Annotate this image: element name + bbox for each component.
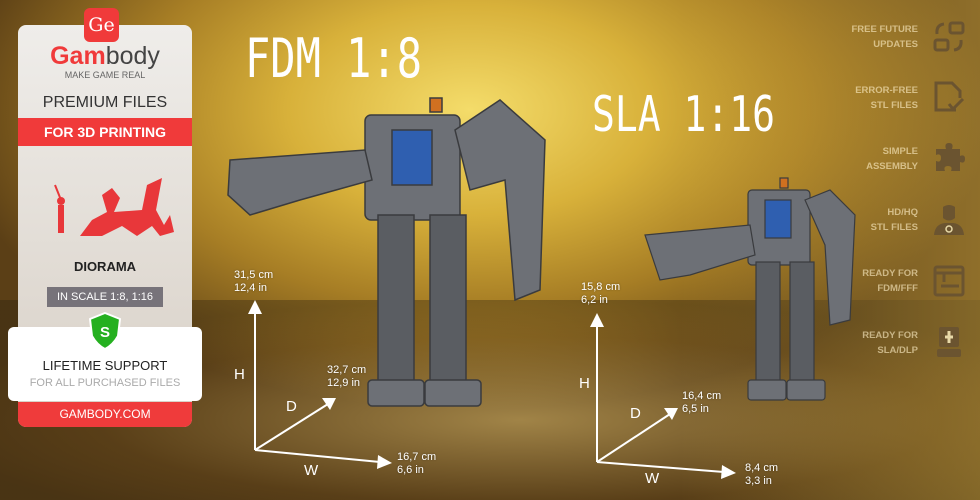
sla-width-in: 3,3 in [745,475,772,487]
lifetime-support-card: LIFETIME SUPPORT FOR ALL PURCHASED FILES [8,327,202,401]
feature-line1: ERROR-FREE [855,85,918,96]
updates-icon [933,21,965,52]
robot-sla [644,177,856,401]
robot-fdm [227,97,546,407]
feature-assembly: SIMPLE ASSEMBLY [808,144,918,174]
scale-badge: IN SCALE 1:8, 1:16 [47,287,163,307]
feature-fdm: READY FOR FDM/FFF [808,266,918,296]
feature-line1: HD/HQ [887,207,918,218]
axes-fdm [248,300,392,469]
fdm-printer-icon [933,265,965,297]
for-3d-printing-banner: FOR 3D PRINTING [18,118,192,146]
feature-line2: STL FILES [870,100,918,111]
fdm-h-axis-label: H [234,366,245,383]
feature-line2: STL FILES [870,222,918,233]
ironman-icon [934,205,964,235]
fdm-depth-cm: 32,7 cm [327,364,367,376]
sla-height-in: 6,2 in [581,294,608,306]
fdm-title: FDM 1:8 [245,26,423,90]
feature-line2: ASSEMBLY [866,161,918,172]
shield-letter: S [100,324,110,341]
sla-h-axis-label: H [579,375,590,392]
feature-line1: FREE FUTURE [851,24,919,35]
support-subtitle: FOR ALL PURCHASED FILES [29,377,181,389]
feature-line2: SLA/DLP [877,345,918,356]
sla-title: SLA 1:16 [592,85,776,143]
support-title: LIFETIME SUPPORT [42,358,168,373]
fdm-w-axis-label: W [304,462,319,479]
feature-line2: UPDATES [873,39,918,50]
fdm-height-cm: 31,5 cm [234,269,274,281]
feature-line1: SIMPLE [882,146,918,157]
brand-name: Gambody [18,42,192,70]
feature-line2: FDM/FFF [877,283,918,294]
feature-line1: READY FOR [862,330,918,341]
category-label: DIORAMA [73,259,137,274]
dragon-icon [54,178,174,236]
sla-depth-cm: 16,4 cm [682,390,722,402]
feature-error-free: ERROR-FREE STL FILES [808,83,918,113]
fdm-d-axis-label: D [286,398,297,415]
sla-w-axis-label: W [645,470,660,487]
sla-d-axis-label: D [630,405,641,422]
puzzle-icon [936,143,965,171]
fdm-height-in: 12,4 in [234,282,268,294]
axes-sla [590,313,736,479]
gambody-logo-mark: Ge [84,8,119,42]
fdm-width-in: 6,6 in [397,464,424,476]
premium-files-label: PREMIUM FILES [42,94,168,111]
file-check-icon [934,81,965,112]
sla-height-cm: 15,8 cm [581,281,621,293]
brand-part-2: body [105,42,160,70]
shield-icon: S [89,312,121,350]
website-link[interactable]: GAMBODY.COM [18,402,192,427]
brand-part-1: Gam [50,42,106,70]
feature-hd-stl: HD/HQ STL FILES [808,205,918,235]
sla-depth-in: 6,5 in [682,403,709,415]
feature-line1: READY FOR [862,268,918,279]
tagline: MAKE GAME REAL [64,70,146,80]
feature-updates: FREE FUTURE UPDATES [808,22,919,52]
feature-sla: READY FOR SLA/DLP [808,328,918,358]
fdm-depth-in: 12,9 in [327,377,361,389]
sla-printer-icon [937,327,961,357]
sla-width-cm: 8,4 cm [745,462,779,474]
fdm-width-cm: 16,7 cm [397,451,437,463]
